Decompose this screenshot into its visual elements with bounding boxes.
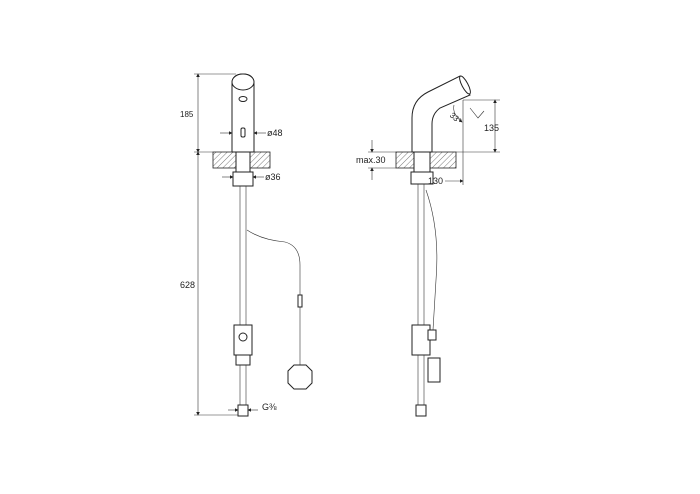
sensor-cable [425,189,438,331]
spout [411,75,471,153]
nut [232,171,254,187]
dim-135: 135 [484,123,499,133]
shank [413,151,431,173]
hose-nut [237,404,249,417]
shank [235,151,251,173]
dim-angle: 33° [448,111,463,126]
nut [410,171,434,185]
sensor-cable [246,229,301,365]
dim-connection: G⅜ [262,402,277,412]
faucet-head [231,73,255,91]
dim-max-30: max.30 [356,155,386,165]
dim-diameter-48: ø48 [267,128,283,138]
control-box [427,357,441,383]
aerator [238,96,248,102]
control-box [287,364,313,390]
front-view: 185 628 ø48 ø36 G⅜ [180,73,313,417]
dim-628: 628 [180,280,195,290]
valve [411,324,431,356]
hose-nut [415,404,427,417]
dim-diameter-36: ø36 [265,172,281,182]
side-view: 135 130 33° max.30 [356,75,500,417]
dim-185: 185 [180,110,194,119]
sensor-window [240,127,246,138]
dim-130: 130 [428,176,443,186]
